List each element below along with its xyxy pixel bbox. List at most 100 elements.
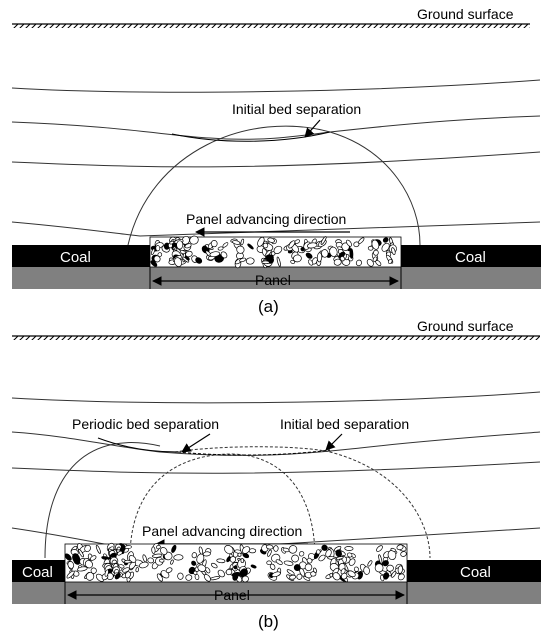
rubble-fragment [67, 561, 75, 569]
rubble-fragment [124, 545, 132, 549]
rubble-fragment [353, 566, 359, 572]
rubble-fragment [77, 566, 88, 572]
rubble-fragment [203, 574, 211, 582]
diagram-b: Ground surface Periodic bed separation I… [11, 318, 541, 631]
rubble-fragment [349, 248, 354, 259]
caption-b: (b) [258, 612, 279, 631]
panel-label-b: Panel [214, 587, 250, 603]
rubble-fragment [114, 573, 121, 580]
rubble-fragment [171, 544, 177, 553]
strata-lines-a [11, 79, 541, 237]
rubble-fragment [193, 570, 198, 576]
rubble-fragment [150, 260, 158, 267]
rubble-fragment [283, 560, 294, 566]
rubble-fragment [293, 564, 301, 572]
rubble-fragment [316, 549, 321, 555]
rubble-fragment [176, 240, 184, 250]
rubble-fragment [341, 572, 348, 580]
rubble-fragment [170, 559, 174, 565]
advance-label-b: Panel advancing direction [142, 523, 302, 539]
rubble-fragment [373, 249, 379, 256]
rubble-fragment [220, 251, 228, 259]
rubble-fragment [387, 258, 393, 264]
rubble-fragment [382, 237, 389, 243]
rubble-fragment [202, 551, 211, 557]
ground-surface-b [12, 335, 540, 340]
rubble-fragment [236, 245, 245, 254]
rubble-fragment [391, 570, 397, 578]
rubble-fragment [261, 260, 270, 265]
caption-a: (a) [258, 297, 279, 316]
rubble-fragment [318, 554, 326, 562]
rubble-fragment [247, 243, 254, 250]
rubble-fragment [355, 259, 362, 267]
caving-arch-dashed-b [174, 446, 431, 559]
rubble-fragment [237, 552, 242, 557]
rubble-fragment [347, 552, 353, 558]
rubble-fragment [147, 557, 155, 564]
rubble-fragment [367, 560, 373, 567]
rubble-fragment [304, 563, 313, 572]
caving-arch-a [127, 125, 421, 246]
rubble-fragment [239, 568, 248, 578]
rubble-fragment [329, 572, 333, 578]
rubble-fragment [73, 558, 81, 565]
rubble-fragment [271, 571, 281, 578]
rubble-fragment [348, 558, 356, 566]
rubble-fragment [269, 563, 276, 570]
rubble-fragment [266, 560, 272, 566]
rubble-fragment [241, 546, 251, 554]
rubble-fragment [217, 246, 224, 251]
rubble-fragment [210, 240, 218, 248]
rubble-fragment [386, 564, 394, 572]
rubble-fragment [346, 239, 352, 247]
rubble-fragment [320, 236, 327, 245]
rubble-fragment [366, 258, 374, 267]
caving-arch-solid-b [44, 442, 161, 559]
rubble-fragment [225, 568, 233, 576]
rubble-fragment [267, 237, 275, 243]
rubble-fragment [321, 544, 328, 551]
rubble-fragment [160, 547, 168, 555]
rubble-fragment [344, 546, 354, 551]
rubble-fragment [262, 242, 269, 249]
caving-arch-inner-dashed-b [129, 453, 316, 559]
rubble-fragment [138, 561, 149, 569]
rubble-fragment [64, 553, 72, 561]
rubble-fragment [289, 574, 297, 580]
coal-left-label-b: Coal [22, 564, 53, 581]
rubble-fragment [332, 572, 341, 581]
rubble-fragment [291, 554, 299, 563]
rubble-fragment [294, 239, 300, 244]
rubble-fragment [173, 554, 184, 561]
rubble-fragment [367, 246, 374, 251]
rubble-fragment [78, 549, 84, 558]
rubble-fragment [240, 558, 245, 564]
rubble-fragment [165, 567, 173, 574]
rubble-fragment [195, 257, 203, 264]
rubble-fragment [306, 242, 318, 249]
rubble-fragment [124, 571, 131, 579]
periodic-arrow-b [181, 433, 211, 453]
rubble-fragment [157, 252, 163, 257]
rubble-fragment [222, 242, 229, 248]
rubble-fragment [241, 575, 249, 583]
rubble-fragment [128, 555, 137, 563]
rubble-fragment [205, 567, 211, 574]
rubble-fragment [239, 257, 247, 263]
rubble-fragment [66, 570, 75, 579]
rubble-fragment [232, 573, 239, 581]
rubble-fragment [397, 573, 405, 581]
coal-seam-right-a [401, 245, 541, 267]
rubble-fragment [357, 237, 365, 245]
rubble-fragments-a [150, 235, 397, 269]
rubble-fragment [216, 558, 226, 564]
rubble-fragment [240, 238, 245, 246]
rubble-fragment [333, 258, 342, 266]
rubble-fragment [156, 544, 161, 550]
ground-surface-label-a: Ground surface [417, 6, 514, 22]
rubble-fragment [340, 256, 345, 262]
rubble-fragment [211, 562, 218, 569]
coal-right-label-a: Coal [455, 249, 486, 266]
